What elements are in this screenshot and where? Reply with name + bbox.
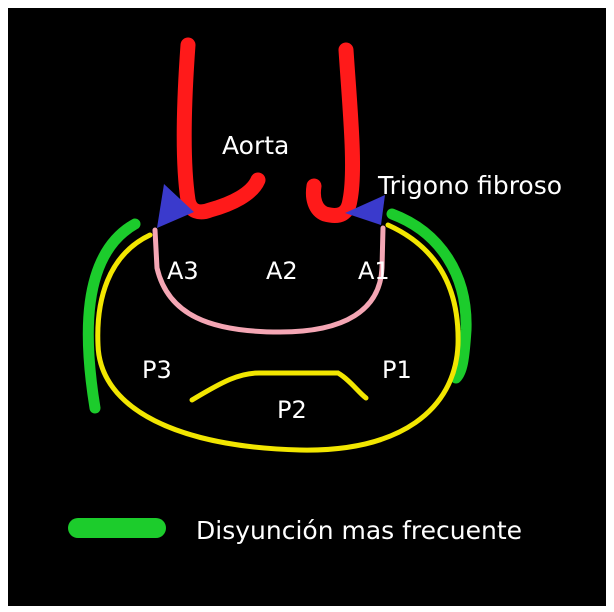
aorta-left-wall [184, 45, 258, 212]
legend-swatch [68, 518, 166, 538]
aorta-right-wall [313, 50, 352, 215]
segment-a3-label: A3 [167, 257, 199, 285]
trigone-label: Trigono fibroso [377, 171, 562, 200]
segment-p1-label: P1 [382, 356, 412, 384]
segment-p3-label: P3 [142, 356, 172, 384]
segment-a1-label: A1 [358, 257, 390, 285]
segment-p2-label: P2 [277, 396, 307, 424]
legend-text: Disyunción mas frecuente [196, 516, 522, 545]
aorta-label: Aorta [222, 131, 289, 160]
segment-a2-label: A2 [266, 257, 298, 285]
